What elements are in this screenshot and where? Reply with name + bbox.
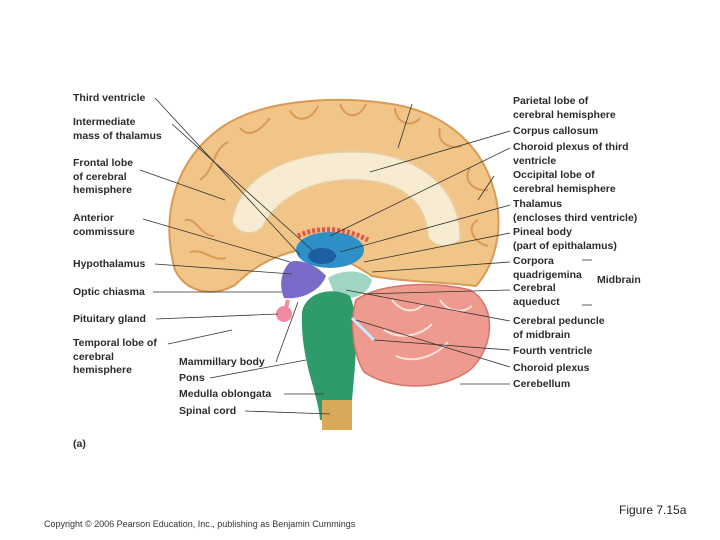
label-occipital-lobe: Occipital lobe of cerebral hemisphere <box>513 169 616 196</box>
label-line: Parietal lobe of <box>513 95 589 107</box>
label-line: hemisphere <box>73 184 132 196</box>
label-optic-chiasma: Optic chiasma <box>73 286 145 298</box>
corpus-callosum <box>231 151 461 247</box>
label-medulla-oblongata: Medulla oblongata <box>179 388 272 400</box>
gyri-folds <box>184 103 489 260</box>
label-anterior-commissure: Anterior commissure <box>73 212 135 239</box>
label-mammillary-body: Mammillary body <box>179 356 265 368</box>
brainstem-shape <box>301 291 357 420</box>
label-line: commissure <box>73 225 135 238</box>
label-line: Intermediate <box>73 116 136 128</box>
label-third-ventricle: Third ventricle <box>73 92 146 104</box>
label-midbrain: Midbrain <box>597 274 641 286</box>
label-line: of cerebral <box>73 170 127 183</box>
cerebellum-shape <box>351 283 491 387</box>
cerebral-hemisphere <box>168 98 500 293</box>
label-line: Cerebral <box>513 282 556 294</box>
label-line: cerebral <box>73 350 114 363</box>
label-line: Choroid plexus of third <box>513 141 629 153</box>
label-line: aqueduct <box>513 295 560 308</box>
label-fourth-ventricle: Fourth ventricle <box>513 345 593 357</box>
label-line: Frontal lobe <box>73 157 134 169</box>
label-pineal-body: Pineal body (part of epithalamus) <box>513 226 617 253</box>
label-line: Anterior <box>73 212 114 224</box>
figure-number: Figure 7.15a <box>619 503 687 517</box>
label-line: (part of epithalamus) <box>513 239 617 252</box>
label-corpus-callosum: Corpus callosum <box>513 125 599 137</box>
label-corpora-quadrigemina: Corpora quadrigemina <box>513 255 582 282</box>
choroid-plexus-third <box>296 227 370 243</box>
label-line: (encloses third ventricle) <box>513 211 638 224</box>
label-pituitary-gland: Pituitary gland <box>73 313 146 325</box>
label-line: Pineal body <box>513 226 572 238</box>
pituitary-shape <box>276 306 292 322</box>
label-thalamus: Thalamus (encloses third ventricle) <box>513 198 637 225</box>
label-pons: Pons <box>179 372 205 384</box>
label-line: mass of thalamus <box>73 129 162 142</box>
label-choroid-plexus-third: Choroid plexus of third ventricle <box>513 141 629 168</box>
label-line: cerebral hemisphere <box>513 108 616 121</box>
panel-label: (a) <box>73 438 86 450</box>
label-line: Occipital lobe of <box>513 169 595 181</box>
label-line: Cerebral peduncle <box>513 315 605 327</box>
midbrain-shape <box>328 271 372 299</box>
hypothalamus-shape <box>281 260 326 299</box>
label-line: Corpora <box>513 255 554 267</box>
label-parietal-lobe: Parietal lobe of cerebral hemisphere <box>513 95 616 122</box>
label-line: cerebral hemisphere <box>513 182 616 195</box>
label-line: hemisphere <box>73 364 132 376</box>
label-cerebral-peduncle: Cerebral peduncle of midbrain <box>513 315 605 342</box>
label-cerebellum: Cerebellum <box>513 378 571 390</box>
label-temporal-lobe: Temporal lobe of cerebral hemisphere <box>73 337 157 378</box>
spinal-cord-shape <box>322 400 352 430</box>
label-choroid-plexus: Choroid plexus <box>513 362 590 374</box>
label-line: ventricle <box>513 154 557 167</box>
label-hypothalamus: Hypothalamus <box>73 258 146 270</box>
label-frontal-lobe: Frontal lobe of cerebral hemisphere <box>73 157 133 198</box>
leader-lines <box>139 97 592 415</box>
label-line: Thalamus <box>513 198 563 210</box>
label-line: of midbrain <box>513 328 571 341</box>
label-cerebral-aqueduct: Cerebral aqueduct <box>513 282 560 309</box>
copyright-notice: Copyright © 2006 Pearson Education, Inc.… <box>44 519 356 529</box>
third-ventricle-shape <box>308 248 336 264</box>
label-line: quadrigemina <box>513 268 582 281</box>
label-intermediate-mass: Intermediate mass of thalamus <box>73 116 162 143</box>
label-spinal-cord: Spinal cord <box>179 405 237 417</box>
label-line: Temporal lobe of <box>73 337 157 349</box>
